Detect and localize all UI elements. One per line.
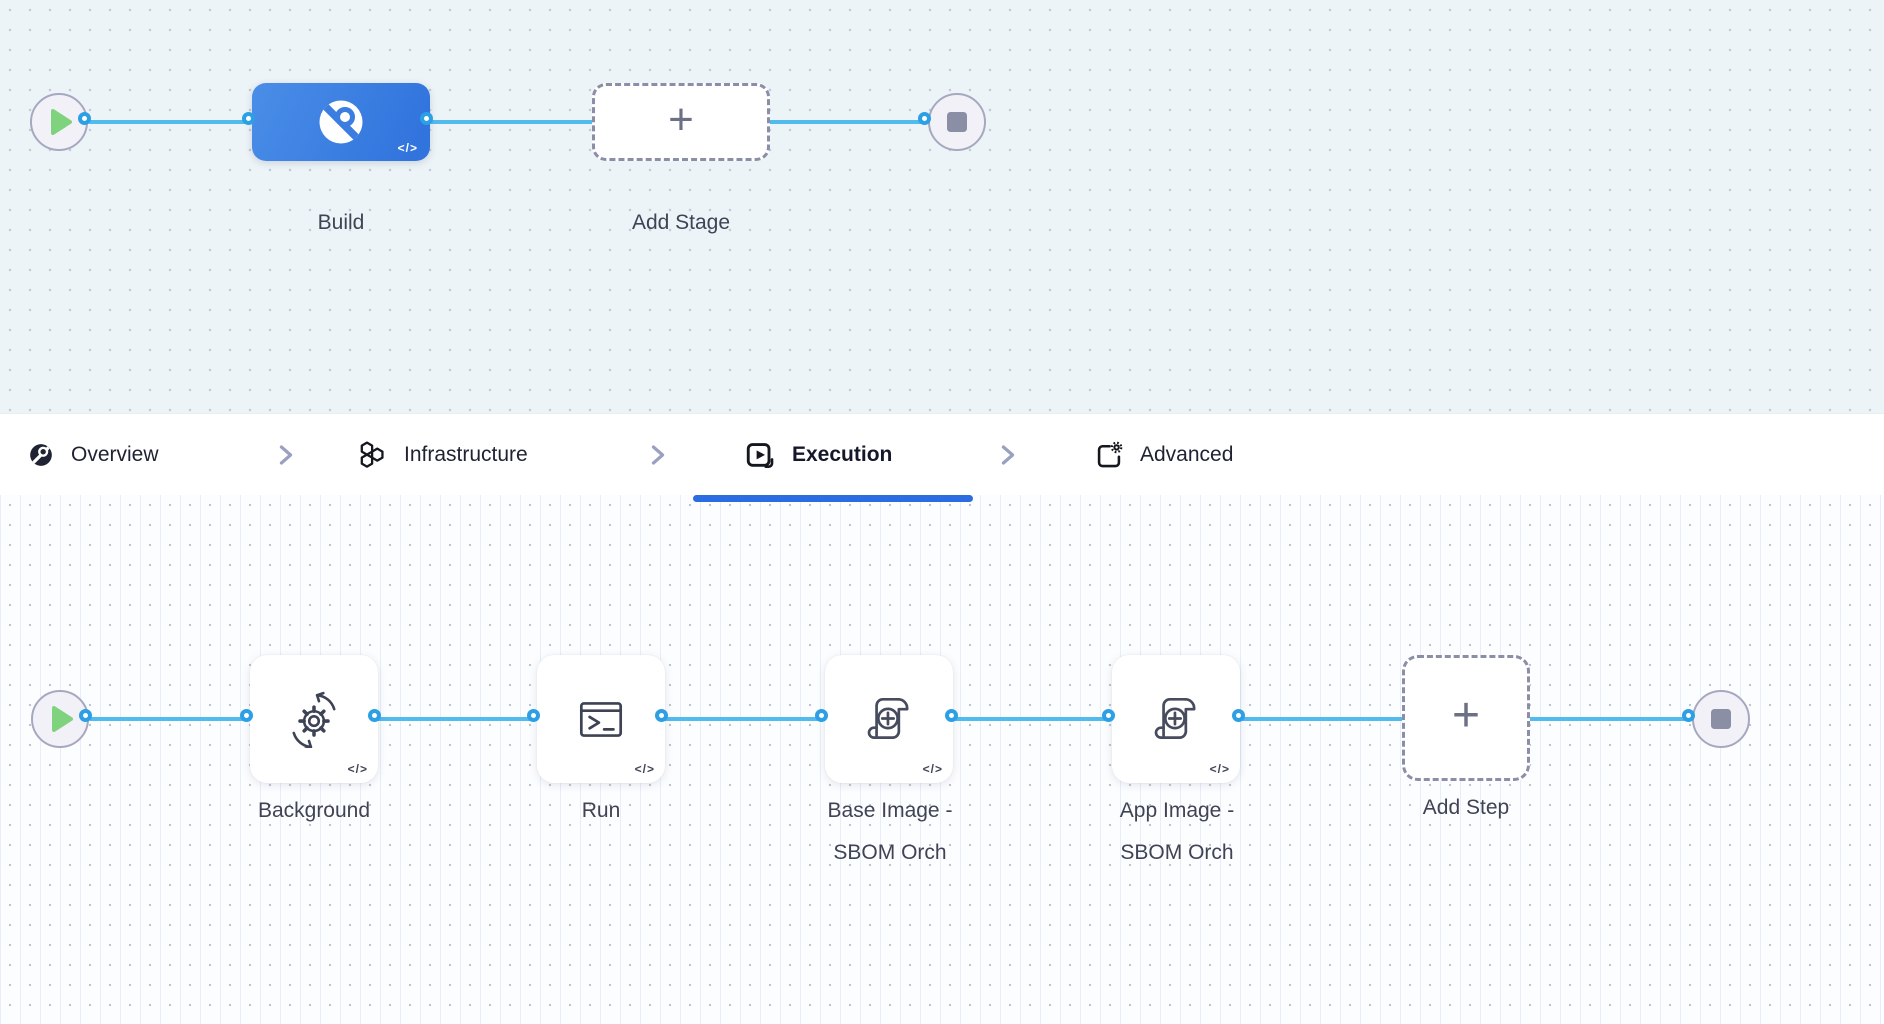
stage-label-add-stage-text: Add Stage <box>631 211 731 234</box>
step-card-app-image-sbom-orch[interactable]: </> <box>1112 655 1240 783</box>
connector-port[interactable] <box>242 112 255 125</box>
stage-end-node[interactable] <box>928 93 986 151</box>
tab-execution-label: Execution <box>792 443 893 466</box>
step-card-background[interactable]: </> <box>250 655 378 783</box>
execution-icon <box>746 443 774 468</box>
stage-label-add-stage: Add Stage <box>592 202 770 244</box>
chevron-right-icon <box>279 445 293 465</box>
tab-execution[interactable]: Execution <box>745 414 892 496</box>
active-tab-indicator <box>693 495 973 502</box>
background-sync-gear-icon <box>292 691 336 748</box>
step-start-node[interactable] <box>31 690 89 748</box>
sbom-scroll-plus-icon <box>867 697 909 739</box>
connector-port[interactable] <box>79 709 92 722</box>
chevron-right-icon <box>651 445 665 465</box>
step-label-line: Add Step <box>1422 796 1510 819</box>
tab-advanced[interactable]: Advanced <box>1095 414 1233 496</box>
yaml-code-badge[interactable]: </> <box>922 762 943 776</box>
step-label-line: Base Image - <box>827 799 953 822</box>
plus-icon: + <box>668 95 694 144</box>
connector-port[interactable] <box>1102 709 1115 722</box>
stage-edge-line <box>88 120 928 124</box>
connector-port[interactable] <box>1232 709 1245 722</box>
connector-port[interactable] <box>655 709 668 722</box>
step-label-line: SBOM Orch <box>1120 841 1234 864</box>
sbom-scroll-plus-icon <box>1154 697 1196 739</box>
chevron-right-icon <box>1001 445 1015 465</box>
add-step-button[interactable]: + <box>1402 655 1530 781</box>
execution-step-canvas[interactable]: </> </> </> </> <box>0 495 1884 1024</box>
connector-port[interactable] <box>815 709 828 722</box>
yaml-code-badge[interactable]: </> <box>1209 762 1230 776</box>
tab-overview-label: Overview <box>71 443 159 466</box>
step-end-node[interactable] <box>1692 690 1750 748</box>
add-stage-button[interactable]: + <box>592 83 770 161</box>
step-card-run[interactable]: </> <box>537 655 665 783</box>
yaml-code-badge[interactable]: </> <box>347 762 368 776</box>
step-label-add-step: Add Step <box>1376 787 1556 829</box>
yaml-code-badge[interactable]: </> <box>634 762 655 776</box>
connector-port[interactable] <box>420 112 433 125</box>
step-label-run: Run <box>511 790 691 832</box>
tab-advanced-label: Advanced <box>1140 443 1234 466</box>
connector-port[interactable] <box>945 709 958 722</box>
step-label-line: Background <box>257 799 371 822</box>
tab-infrastructure-label: Infrastructure <box>404 443 528 466</box>
overview-icon <box>30 444 52 466</box>
step-label-base-image-sbom-orch: Base Image - SBOM Orch <box>790 790 990 874</box>
stage-label-build-text: Build <box>317 211 365 234</box>
infrastructure-hexagons-icon <box>360 441 384 468</box>
step-label-background: Background <box>224 790 404 832</box>
stage-config-tab-bar: Overview Infrastructure Execution <box>0 413 1884 502</box>
stage-label-build: Build <box>252 202 430 244</box>
play-icon <box>51 706 73 732</box>
step-label-line: SBOM Orch <box>833 841 947 864</box>
connector-port[interactable] <box>240 709 253 722</box>
connector-port[interactable] <box>918 112 931 125</box>
connector-port[interactable] <box>527 709 540 722</box>
tab-infrastructure[interactable]: Infrastructure <box>357 414 528 496</box>
play-icon <box>50 109 72 135</box>
stop-icon <box>1711 709 1731 729</box>
step-card-base-image-sbom-orch[interactable]: </> <box>825 655 953 783</box>
connector-port[interactable] <box>1682 709 1695 722</box>
tab-overview[interactable]: Overview <box>28 414 159 496</box>
advanced-gear-box-icon <box>1097 441 1123 468</box>
step-label-app-image-sbom-orch: App Image - SBOM Orch <box>1077 790 1277 874</box>
stage-canvas[interactable]: </> + Build Add Stage <box>0 0 1884 413</box>
connector-port[interactable] <box>368 709 381 722</box>
connector-port[interactable] <box>78 112 91 125</box>
stop-icon <box>947 112 967 132</box>
step-label-line: Run <box>581 799 621 822</box>
step-label-line: App Image - <box>1119 799 1235 822</box>
ci-build-icon <box>319 100 363 144</box>
yaml-code-badge[interactable]: </> <box>397 141 418 155</box>
stage-card-build[interactable]: </> <box>252 83 430 161</box>
terminal-icon <box>579 702 623 737</box>
plus-icon: + <box>1451 689 1481 742</box>
